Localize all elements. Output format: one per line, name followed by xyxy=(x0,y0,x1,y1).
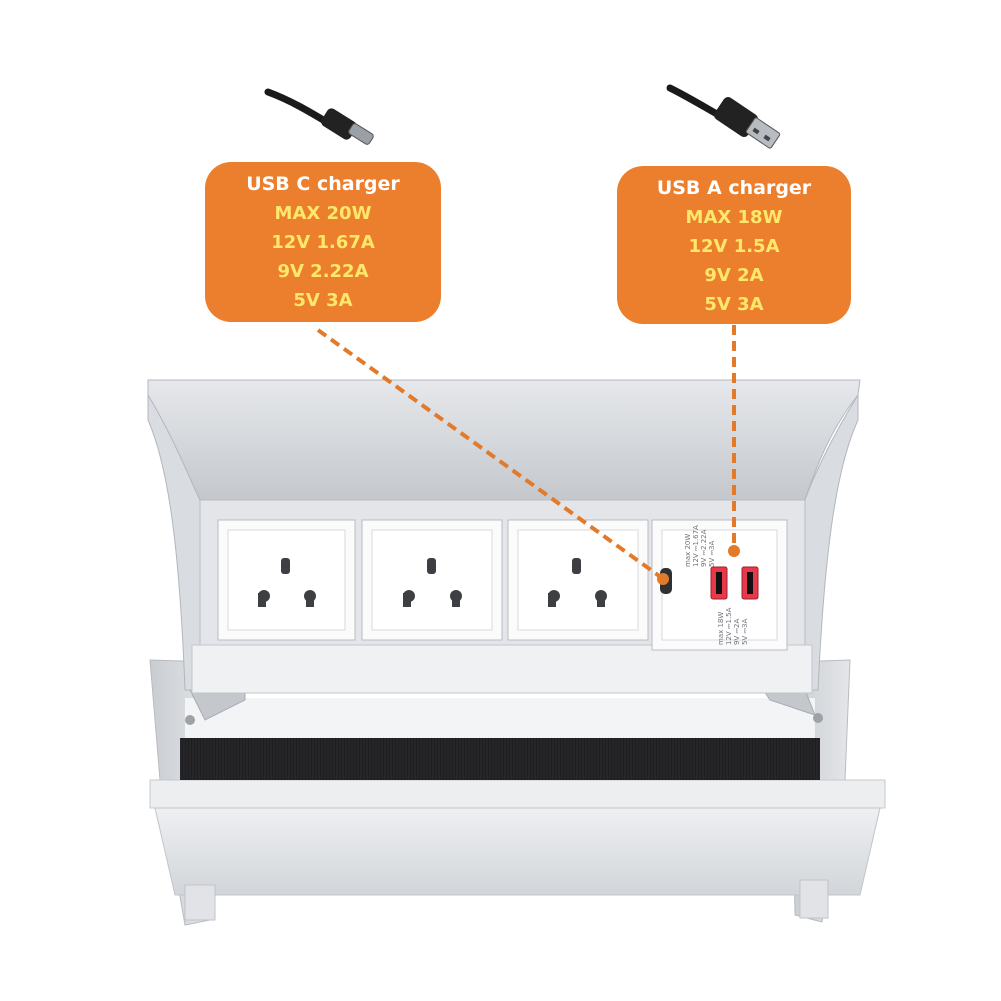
usb-c-callout: USB C charger MAX 20W 12V 1.67A 9V 2.22A… xyxy=(205,162,441,322)
socket-module-3 xyxy=(507,519,649,641)
socket-module-1 xyxy=(217,519,356,641)
usb-a-print-3: 9V ⎓2A xyxy=(733,618,741,645)
usb-c-leader-line xyxy=(316,328,669,585)
usb-c-callout-title: USB C charger xyxy=(246,173,400,195)
usb-a-spec-5v: 5V 3A xyxy=(704,294,764,315)
usb-c-print-1: max 20W xyxy=(684,534,692,567)
usb-c-cable-icon xyxy=(264,88,374,145)
usb-module: max 20W 12V ⎓1.67A 9V ⎓2.22A 5V ⎓3A max … xyxy=(651,519,788,651)
usb-a-spec-12v: 12V 1.5A xyxy=(688,236,780,257)
cable-brush-strip xyxy=(180,738,820,780)
usb-c-print-4: 5V ⎓3A xyxy=(708,540,716,567)
usb-c-spec-max: MAX 20W xyxy=(274,203,372,224)
usb-a-cable-icon xyxy=(666,84,781,149)
usb-c-spec-12v: 12V 1.67A xyxy=(271,232,375,253)
usb-a-print-1: max 18W xyxy=(717,612,725,645)
usb-a-spec-max: MAX 18W xyxy=(685,207,783,228)
usb-a-leader-line xyxy=(728,325,740,557)
usb-c-print-3: 9V ⎓2.22A xyxy=(700,529,708,567)
usb-a-callout-title: USB A charger xyxy=(656,177,812,199)
usb-a-spec-9v: 9V 2A xyxy=(704,265,764,286)
housing-base xyxy=(149,659,886,926)
socket-module-2 xyxy=(361,519,503,641)
usb-a-print-4: 5V ⎓3A xyxy=(741,618,749,645)
usb-c-print-2: 12V ⎓1.67A xyxy=(692,525,700,567)
usb-c-spec-5v: 5V 3A xyxy=(293,290,353,311)
usb-c-spec-9v: 9V 2.22A xyxy=(277,261,369,282)
usb-a-print-2: 12V ⎓1.5A xyxy=(725,607,733,645)
usb-a-callout: USB A charger MAX 18W 12V 1.5A 9V 2A 5V … xyxy=(617,166,851,324)
